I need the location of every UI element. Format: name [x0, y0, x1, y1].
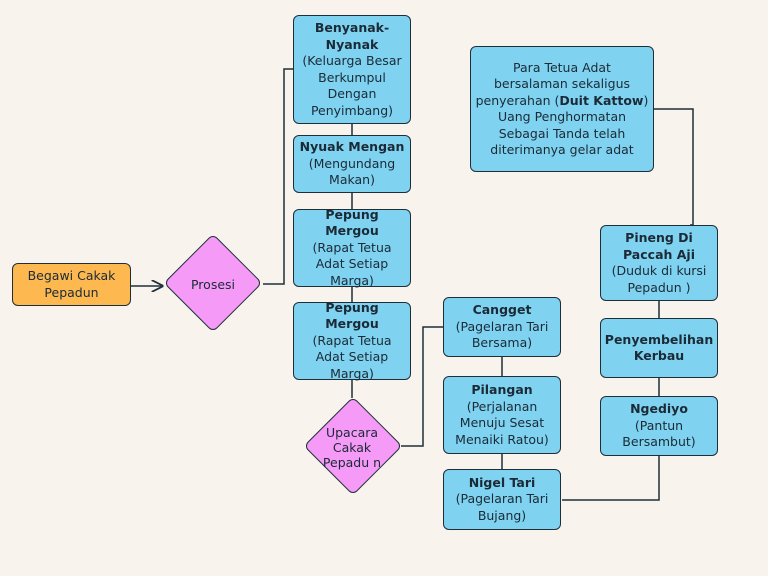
- step-desc: (Pantun Bersambut): [622, 417, 696, 450]
- final-text-after: ) Uang Penghormatan Sebagai Tanda telah …: [490, 92, 649, 158]
- step-title: Penyembelihan Kerbau: [604, 331, 714, 364]
- start-node: Begawi Cakak Pepadun: [12, 263, 131, 306]
- final-text-before: Para Tetua Adat bersalaman sekaligus pen…: [475, 59, 630, 108]
- step-title: Nigel Tari: [468, 474, 536, 490]
- line-upacara-to-cangget: [401, 326, 443, 447]
- prosesi-label: Prosesi: [190, 276, 236, 292]
- step-nyuak-mengan: Nyuak Mengan (Mengundang Makan): [293, 135, 411, 193]
- final-node: Para Tetua Adat bersalaman sekaligus pen…: [470, 46, 654, 172]
- line-nigel-to-ngediyo: [562, 456, 660, 501]
- step-title: Pepung Mergou: [325, 206, 379, 239]
- step-desc: (Keluarga Besar Berkumpul Dengan Penyimb…: [302, 53, 402, 118]
- step-ngediyo: Ngediyo (Pantun Bersambut): [600, 396, 718, 456]
- start-node-label: Begawi Cakak Pepadun: [27, 268, 116, 300]
- step-pepung-mergou-1: Pepung Mergou (Rapat Tetua Adat Setiap M…: [293, 206, 411, 288]
- step-nigel-tari: Nigel Tari (Pagelaran Tari Bujang): [443, 469, 561, 530]
- line-prosesi-to-steps: [263, 68, 293, 285]
- step-title: Cangget: [472, 302, 532, 318]
- step-desc: (Pagelaran Tari Bujang): [455, 491, 549, 523]
- step-desc: (Pagelaran Tari Bersama): [455, 318, 549, 351]
- step-title: Nyuak Mengan: [299, 139, 405, 155]
- step-title: Ngediyo: [630, 401, 688, 417]
- step-title: Pilangan: [471, 382, 533, 397]
- upacara-label: Upacara Cakak Pepadu n: [322, 424, 382, 470]
- step-penyembelihan-kerbau: Penyembelihan Kerbau: [600, 318, 718, 378]
- step-title: Pineng Di Paccah Aji: [622, 230, 695, 262]
- step-pineng-di-paccah-aji: Pineng Di Paccah Aji (Duduk di kursi Pep…: [600, 225, 718, 301]
- step-title: Benyanak-Nyanak: [314, 20, 390, 52]
- step-desc: (Perjalanan Menuju Sesat Menaiki Ratou): [455, 398, 549, 447]
- step-title: Pepung Mergou: [325, 299, 379, 332]
- step-desc: (Duduk di kursi Pepadun ): [611, 263, 707, 295]
- final-node-text: Para Tetua Adat bersalaman sekaligus pen…: [475, 60, 649, 159]
- step-desc: (Rapat Tetua Adat Setiap Marga): [312, 332, 392, 381]
- line-pineng-to-final: [654, 108, 694, 226]
- final-text-bold: Duit Kattow: [559, 92, 644, 108]
- step-cangget: Cangget (Pagelaran Tari Bersama): [443, 297, 561, 357]
- step-desc: (Rapat Tetua Adat Setiap Marga): [312, 239, 392, 288]
- step-pilangan: Pilangan (Perjalanan Menuju Sesat Menaik…: [443, 376, 561, 454]
- step-pepung-mergou-2: Pepung Mergou (Rapat Tetua Adat Setiap M…: [293, 299, 411, 381]
- step-benyanak-nyanak: Benyanak-Nyanak (Keluarga Besar Berkumpu…: [293, 15, 411, 124]
- step-desc: (Mengundang Makan): [308, 155, 396, 188]
